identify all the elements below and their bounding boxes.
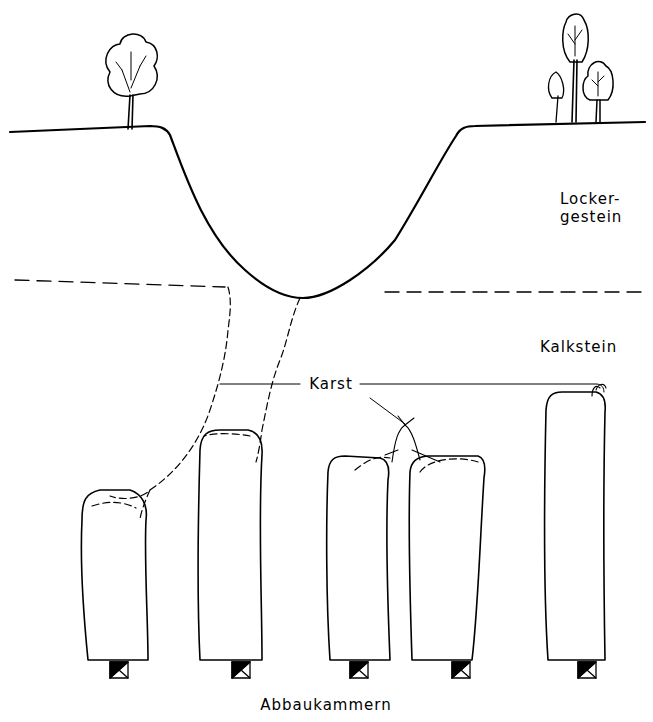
chambers-caption: Abbaukammern	[260, 696, 391, 714]
karst-label: Karst	[305, 375, 357, 393]
rock-layer-label: Kalkstein	[540, 338, 640, 356]
rock-layer-label: Locker- gestein	[560, 190, 640, 226]
